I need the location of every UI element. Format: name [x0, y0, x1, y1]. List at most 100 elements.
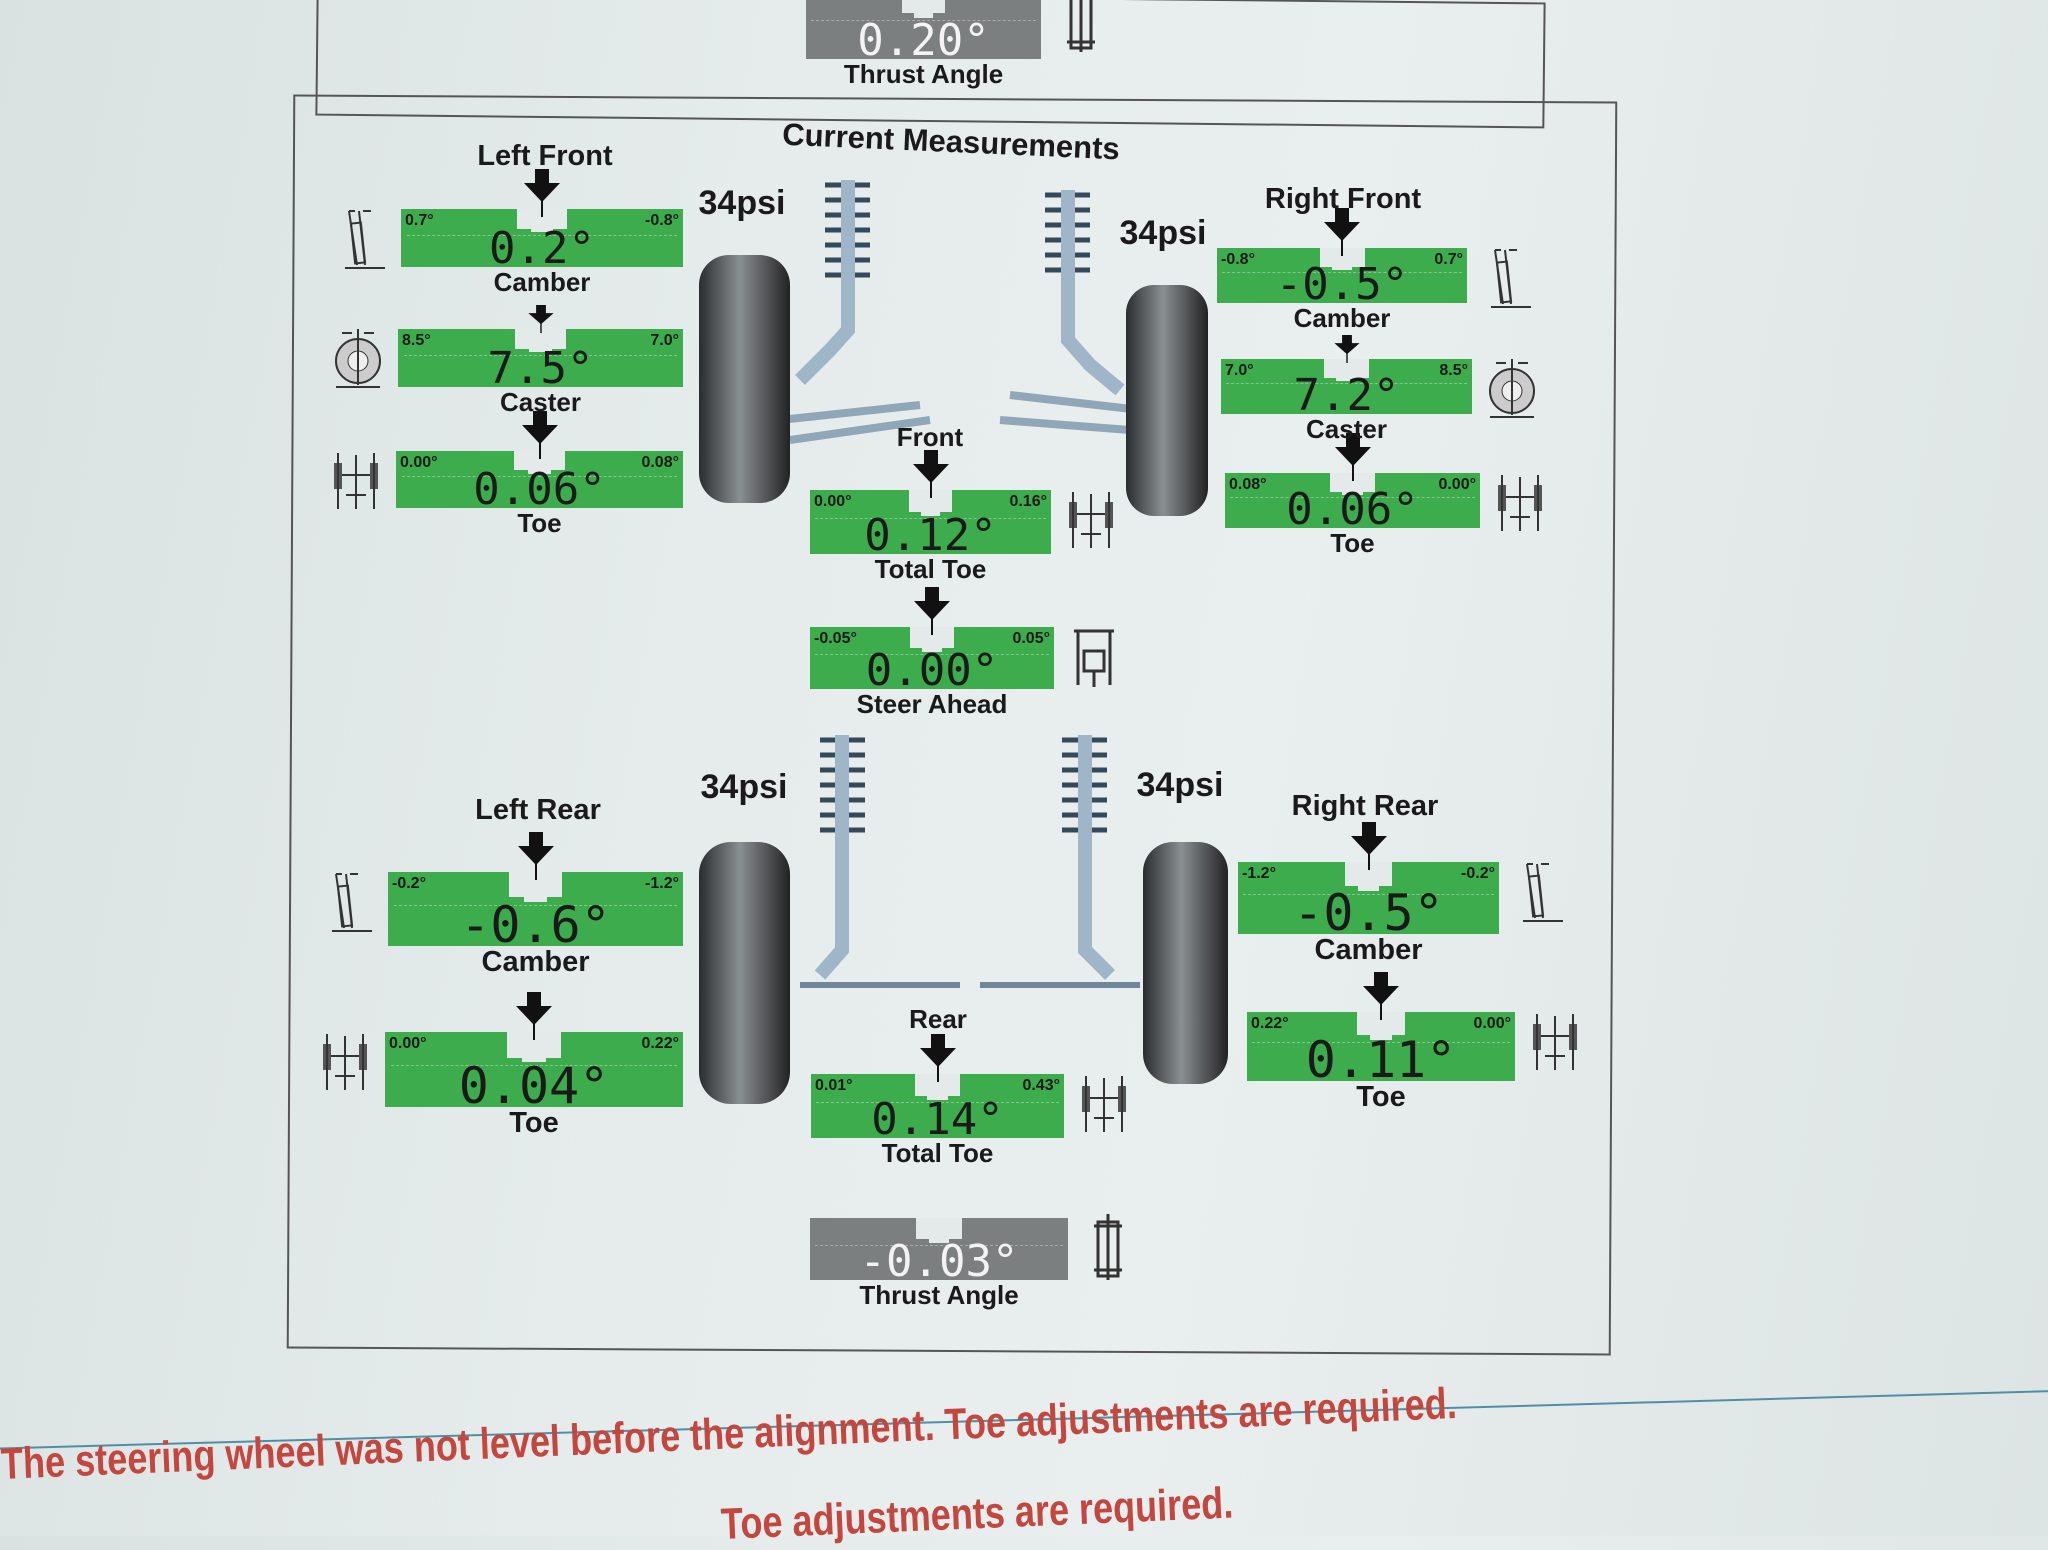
gauge-divider: [1243, 893, 1494, 895]
toe-icon: [1065, 484, 1117, 554]
gauge-label: Steer Ahead: [856, 689, 1008, 719]
left-rear-pressure: 34psi: [700, 768, 788, 806]
gauge-max-spec: 0.00°: [1438, 476, 1476, 493]
gauge-value: 0.06°: [1286, 484, 1419, 535]
gauge-target-notch: [908, 490, 953, 512]
gauge-value: 0.11°: [1305, 1031, 1457, 1089]
front-left-tire: [699, 255, 790, 503]
camber-icon: [1481, 242, 1533, 312]
gauge-label: Camber: [1314, 934, 1423, 966]
front-right-strut: [999, 190, 1141, 434]
pointer-arrow-icon: [527, 305, 555, 333]
gauge-divider: [393, 904, 678, 906]
pointer-arrow-icon: [522, 169, 562, 217]
gauge-value: 7.5°: [487, 343, 594, 394]
gauge-min-spec: 0.22°: [1251, 1015, 1289, 1032]
gauge-min-spec: 7.0°: [1225, 362, 1254, 379]
gauge-label: Toe: [1330, 528, 1375, 558]
gauge-target-center: [522, 1057, 546, 1062]
gauge-min-spec: 0.01°: [815, 1077, 853, 1094]
gauge-max-spec: 0.7°: [1434, 251, 1463, 268]
rear-left-strut: [800, 735, 960, 988]
gauge-target-center: [529, 348, 552, 353]
toe-icon: [330, 445, 382, 515]
left-front-camber-gauge: 0.7°-0.8°0.2°Camber: [345, 169, 683, 295]
gauge-divider: [1230, 497, 1475, 499]
gauge-label: Camber: [1293, 303, 1391, 333]
gauge-value: -0.6°: [460, 896, 611, 954]
gauge-divider: [1226, 383, 1467, 385]
gauge-max-spec: 0.22°: [641, 1035, 679, 1052]
gauge-target-notch: [516, 209, 568, 229]
caster-icon: [1486, 353, 1538, 423]
steer-icon: [1068, 621, 1120, 691]
left-front-toe-gauge: 0.00°0.08°0.06°Toe: [334, 411, 683, 536]
gauge-value: -0.03°: [859, 1236, 1019, 1287]
gauge-max-spec: 0.00°: [1473, 1015, 1511, 1032]
thrust-icon: [1082, 1212, 1134, 1282]
gauge-label: Total Toe: [874, 554, 987, 584]
gauge-target-center: [528, 470, 551, 474]
gauge-target-notch: [513, 451, 566, 471]
gauge-target-notch: [514, 329, 567, 349]
gauge-label: Camber: [481, 946, 590, 978]
gauge-max-spec: 0.16°: [1009, 493, 1047, 510]
gauge-label: Thrust Angle: [859, 1280, 1019, 1310]
gauge-target-center: [1370, 1035, 1392, 1040]
right-front-caster-gauge: 7.0°8.5°7.2°Caster: [1221, 335, 1535, 442]
pointer-arrow-icon: [516, 832, 556, 880]
left-rear-title: Left Rear: [475, 794, 601, 826]
gauge-divider: [815, 1245, 1063, 1247]
rear-right-tire: [1143, 842, 1228, 1084]
toe-icon: [319, 1026, 371, 1096]
rear-left-tire: [699, 842, 790, 1104]
gauge-target-notch: [1323, 359, 1370, 378]
gauge-divider: [1222, 272, 1462, 274]
gauge-label: Camber: [493, 267, 591, 297]
left-rear-camber-gauge: -0.2°-1.2°-0.6°Camber: [332, 832, 683, 977]
gauge-label: Toe: [1356, 1081, 1406, 1113]
gauge-target-center: [928, 1239, 950, 1243]
gauge-value: 0.00°: [865, 645, 999, 696]
front-axle-title: Front: [896, 422, 964, 452]
gauge-value: 7.2°: [1293, 370, 1400, 421]
left-rear-toe-gauge: 0.00°0.22°0.04°Toe: [323, 992, 683, 1138]
toe-icon: [1494, 467, 1546, 537]
gauge-min-spec: -0.05°: [814, 630, 857, 647]
gauge-min-spec: -1.2°: [1242, 865, 1276, 882]
gauge-max-spec: 0.08°: [641, 454, 679, 471]
gauge-divider: [816, 1102, 1059, 1104]
gauge-target-center: [530, 228, 554, 233]
gauge-target-center: [927, 1095, 948, 1100]
front-right-tire: [1126, 285, 1208, 516]
pointer-arrow-icon: [514, 992, 554, 1040]
gauge-value: -0.5°: [1293, 884, 1444, 942]
gauge-target-center: [1342, 491, 1363, 495]
gauge-label: Thrust Angle: [843, 59, 1004, 89]
right-front-camber-gauge: -0.8°0.7°-0.5°Camber: [1217, 208, 1531, 331]
gauge-min-spec: 8.5°: [402, 332, 431, 349]
gauge-divider: [401, 476, 678, 478]
right-front-toe-gauge: 0.08°0.00°0.06°Toe: [1225, 433, 1542, 556]
thrust-icon: [1055, 0, 1107, 54]
left-front-caster-gauge: 8.5°7.0°7.5°Caster: [335, 305, 683, 415]
gauge-target-center: [523, 897, 548, 902]
rear-total-toe-gauge: 0.01°0.43°0.14°Total Toe: [811, 1034, 1126, 1166]
gauge-max-spec: 0.05°: [1012, 630, 1050, 647]
pointer-arrow-icon: [1322, 208, 1362, 256]
right-rear-title: Right Rear: [1291, 790, 1439, 822]
gauge-value: 0.06°: [473, 464, 606, 515]
pointer-arrow-icon: [520, 411, 560, 459]
rear-right-strut: [980, 735, 1140, 988]
gauge-target-center: [914, 13, 933, 18]
gauge-max-spec: -1.2°: [645, 875, 679, 892]
gauge-label: Total Toe: [881, 1138, 994, 1168]
pointer-arrow-icon: [911, 450, 951, 498]
camber-icon: [1513, 856, 1565, 926]
pointer-arrow-icon: [918, 1034, 958, 1082]
pointer-arrow-icon: [1361, 972, 1401, 1020]
gauge-min-spec: -0.8°: [1221, 251, 1255, 268]
caster-icon: [332, 323, 384, 393]
gauge-label: Caster: [1306, 414, 1387, 444]
